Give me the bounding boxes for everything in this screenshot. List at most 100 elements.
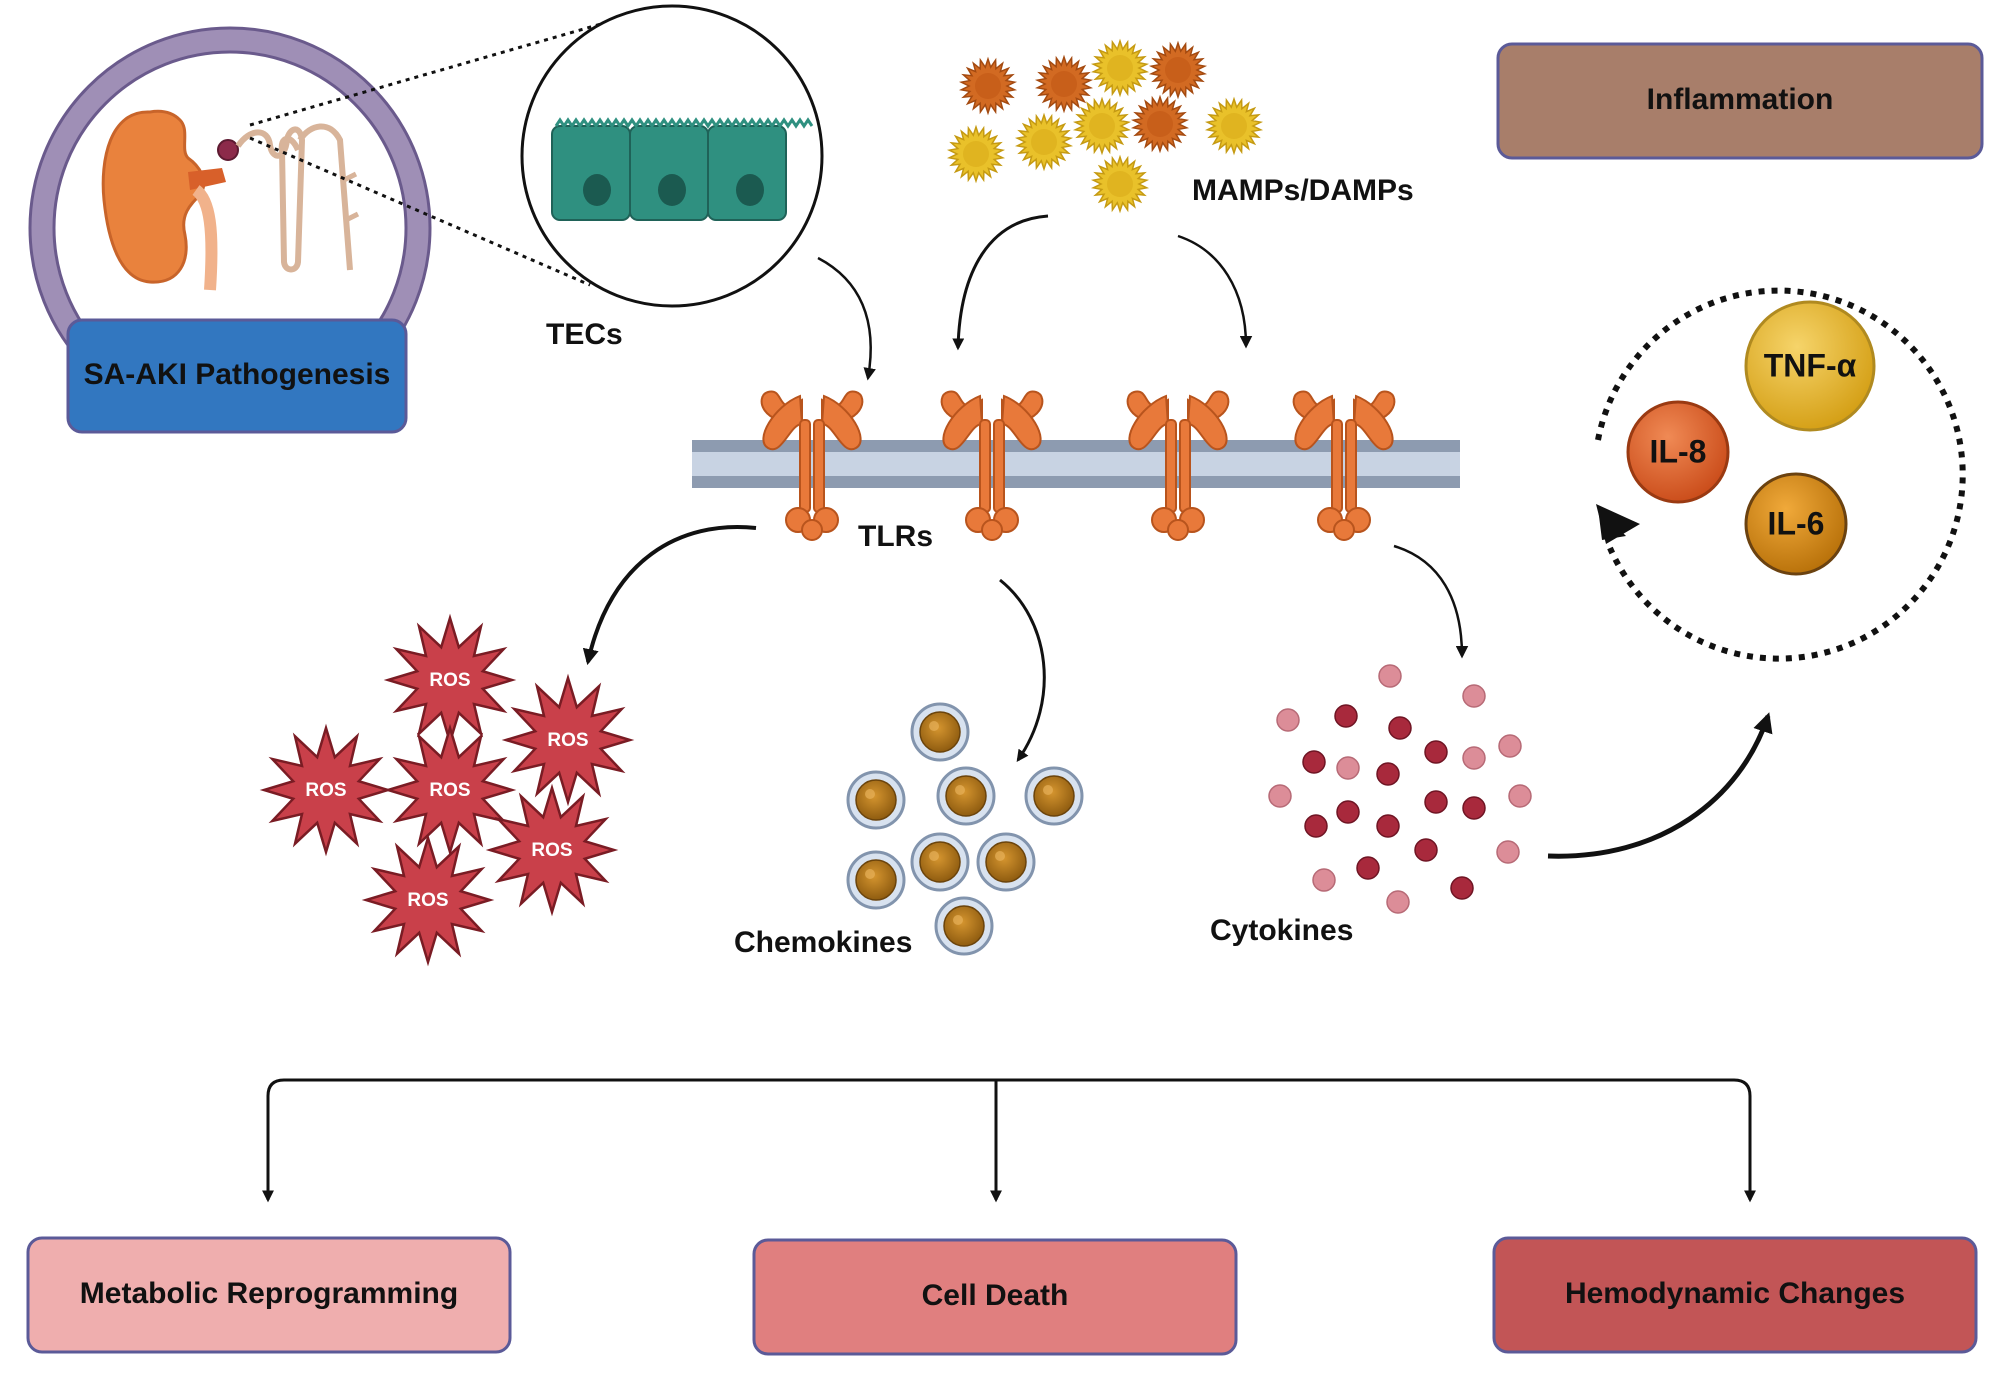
- chemokine-particle: [976, 832, 1036, 892]
- cytokine-particle: [1450, 876, 1474, 900]
- arrow-cytokines-to-inflammation: [1547, 712, 1773, 859]
- hemodynamic-box: Hemodynamic Changes: [1492, 1236, 1978, 1354]
- tnf-alpha-bubble: TNF-α: [1744, 300, 1876, 432]
- tec-cells-icon: [551, 117, 814, 221]
- cytokine-particle: [1498, 734, 1522, 758]
- chemokine-particle: [934, 896, 994, 956]
- inflammation-label: Inflammation: [1647, 83, 1834, 116]
- cytokines-cluster: [1268, 664, 1532, 914]
- ros-star: ROS: [383, 613, 517, 747]
- chemokine-particle: [846, 770, 906, 830]
- cytokine-particle: [1268, 784, 1292, 808]
- cell-death-label: Cell Death: [922, 1279, 1069, 1312]
- ros-label: ROS: [531, 840, 572, 861]
- ros-label: ROS: [407, 890, 448, 911]
- tnf-alpha-label: TNF-α: [1764, 347, 1857, 383]
- ros-star: ROS: [383, 723, 517, 857]
- mamp-particle: [946, 124, 1006, 184]
- mamp-particle: [1130, 94, 1190, 154]
- cytokine-particle: [1276, 708, 1300, 732]
- chemokines-label: Chemokines: [734, 926, 912, 959]
- il6-label: IL-6: [1768, 505, 1825, 541]
- ros-star: ROS: [361, 833, 495, 967]
- chemokine-particle: [910, 702, 970, 762]
- ros-star: ROS: [259, 723, 393, 857]
- inflammation-cycle: TNF-α IL-8 IL-6: [1595, 287, 1966, 662]
- kidney-icon: [101, 109, 206, 284]
- cytokine-particle: [1376, 762, 1400, 786]
- cytokine-particle: [1424, 740, 1448, 764]
- cytokine-particle: [1386, 890, 1410, 914]
- il6-bubble: IL-6: [1744, 472, 1848, 576]
- ros-label: ROS: [429, 780, 470, 801]
- mamp-particle: [1148, 40, 1208, 100]
- metabolic-box: Metabolic Reprogramming: [26, 1236, 512, 1354]
- ros-cluster: ROS ROS ROS ROS ROS ROS: [259, 613, 635, 967]
- arrow-tecs-to-tlrs: [817, 256, 876, 381]
- mamp-particle: [1034, 54, 1094, 114]
- mamps-damps-label: MAMPs/DAMPs: [1192, 174, 1414, 207]
- tlr-receptors: [760, 390, 1396, 541]
- pathogenesis-box: SA-AKI Pathogenesis: [66, 318, 408, 434]
- tlr-receptor-icon: [1292, 390, 1396, 541]
- tlr-receptor-icon: [1126, 390, 1230, 541]
- cytokine-particle: [1304, 814, 1328, 838]
- cytokine-particle: [1424, 790, 1448, 814]
- mamps-damps-cluster: [946, 38, 1264, 214]
- ros-label: ROS: [305, 780, 346, 801]
- cytokine-particle: [1336, 800, 1360, 824]
- tecs-zoom: [520, 4, 824, 308]
- cytokine-particle: [1376, 814, 1400, 838]
- cell-death-box: Cell Death: [752, 1238, 1238, 1356]
- cytokine-particle: [1302, 750, 1326, 774]
- cytokine-particle: [1378, 664, 1402, 688]
- mamp-particle: [1204, 96, 1264, 156]
- cytokine-particle: [1508, 784, 1532, 808]
- chemokine-particle: [936, 766, 996, 826]
- arrow-tlrs-to-chemokines: [999, 578, 1046, 762]
- chemokine-particle: [1024, 766, 1084, 826]
- nephron-tubule: [235, 126, 306, 273]
- mamp-particle: [1090, 154, 1150, 214]
- arrow-tlrs-to-ros: [582, 525, 757, 666]
- mamp-particle: [1090, 38, 1150, 98]
- cytokine-particle: [1462, 796, 1486, 820]
- pathogenesis-label: SA-AKI Pathogenesis: [84, 358, 391, 391]
- chemokine-particle: [910, 832, 970, 892]
- zoom-line-bottom: [249, 136, 591, 287]
- cytokine-particle: [1356, 856, 1380, 880]
- ros-star: ROS: [485, 783, 619, 917]
- metabolic-label: Metabolic Reprogramming: [80, 1277, 458, 1310]
- hemodynamic-label: Hemodynamic Changes: [1565, 1277, 1905, 1310]
- cytokine-particle: [1312, 868, 1336, 892]
- cytokines-label: Cytokines: [1210, 914, 1353, 947]
- ros-label: ROS: [547, 730, 588, 751]
- ros-star: ROS: [501, 673, 635, 807]
- mamp-particle: [1014, 112, 1074, 172]
- tlrs-label: TLRs: [858, 520, 933, 553]
- tlr-receptor-icon: [760, 390, 864, 541]
- cytokine-particle: [1388, 716, 1412, 740]
- chemokines-cluster: [846, 702, 1084, 956]
- tecs-label: TECs: [546, 318, 623, 351]
- cytokine-particle: [1334, 704, 1358, 728]
- arrow-mamps-to-tlrs-left: [952, 214, 1049, 351]
- mamp-particle: [958, 56, 1018, 116]
- outcome-connector: [262, 1078, 1756, 1203]
- il8-bubble: IL-8: [1626, 400, 1730, 504]
- cytokine-particle: [1414, 838, 1438, 862]
- glomerulus-icon: [217, 139, 239, 161]
- cytokine-particle: [1462, 746, 1486, 770]
- ros-label: ROS: [429, 670, 470, 691]
- chemokine-particle: [846, 850, 906, 910]
- cytokine-particle: [1462, 684, 1486, 708]
- tlr-receptor-icon: [940, 390, 1044, 541]
- arrow-mamps-to-tlrs-right: [1177, 234, 1253, 349]
- mamp-particle: [1072, 96, 1132, 156]
- arrow-tlrs-to-cytokines: [1393, 544, 1469, 659]
- inflammation-box: Inflammation: [1496, 42, 1984, 160]
- cytokine-particle: [1496, 840, 1520, 864]
- il8-label: IL-8: [1650, 433, 1707, 469]
- cycle-dotted-ring: [1595, 287, 1966, 662]
